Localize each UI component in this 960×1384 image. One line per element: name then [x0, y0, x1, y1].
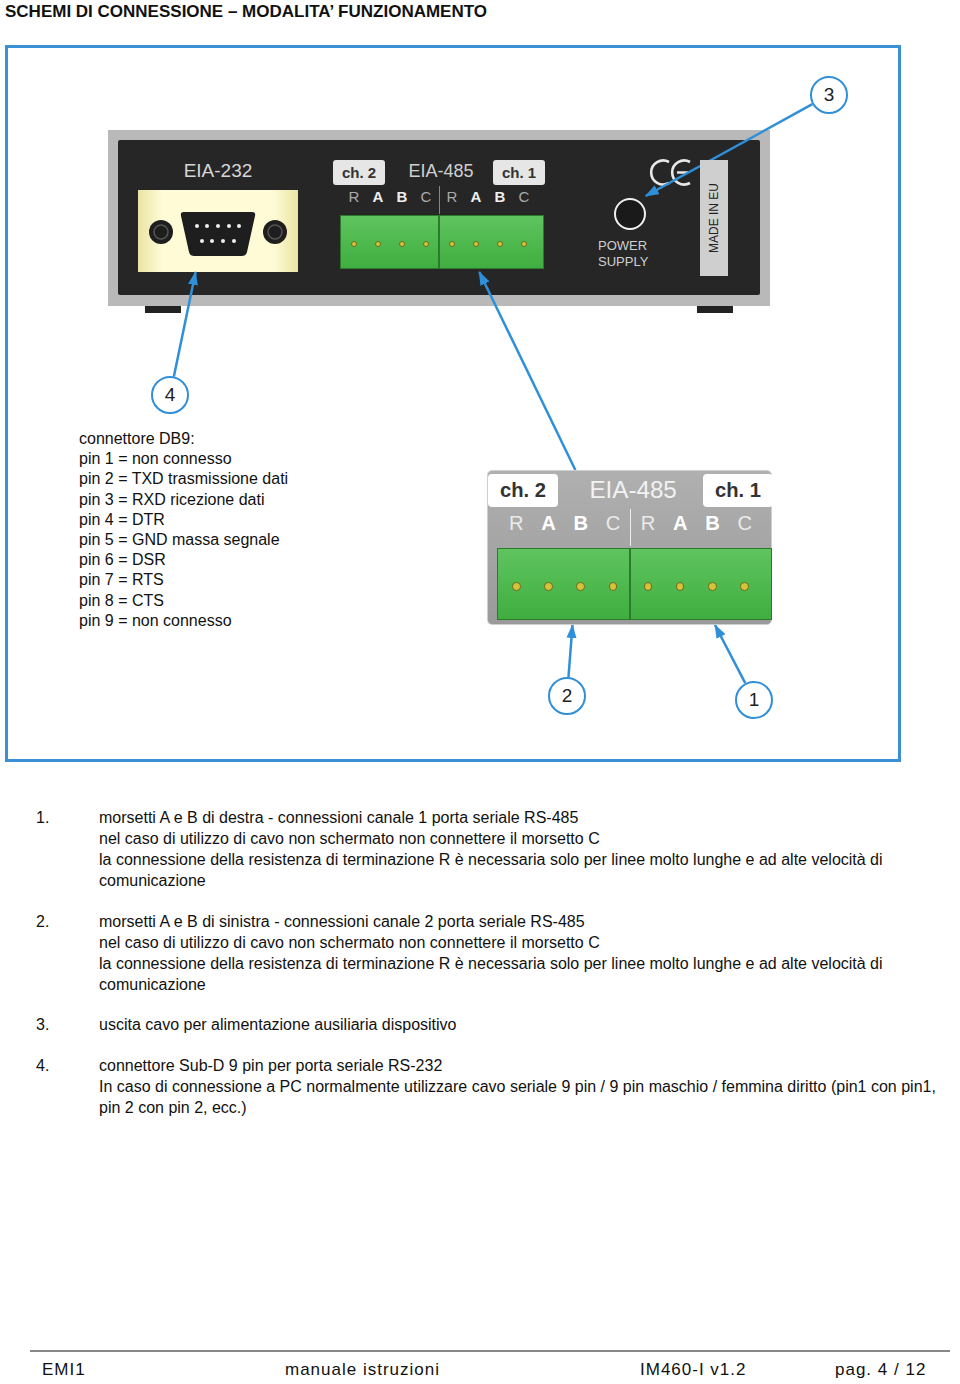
housing [108, 130, 770, 306]
power-label: POWER SUPPLY [598, 238, 662, 270]
channel-tab: ch. 2 [488, 474, 558, 508]
callout-number-text: 2 [562, 685, 573, 708]
terminal-name: R [443, 188, 461, 206]
interface-name: EIA-485 [571, 475, 695, 504]
terminal-name: R [345, 188, 363, 206]
note-text: morsetti A e B di destra - connessioni c… [99, 807, 955, 828]
terminal-name: R [636, 511, 660, 535]
screw-hole [609, 582, 618, 591]
note-text: morsetti A e B di sinistra - connessioni… [99, 911, 955, 932]
callout-number-text: 4 [165, 384, 176, 407]
callout-number-text: 3 [824, 84, 835, 107]
note-text: 1. [36, 807, 49, 828]
note-text: In caso di connessione a PC normalmente … [99, 1076, 955, 1118]
power-input: POWER SUPPLY [602, 196, 658, 276]
callout-number: 2 [548, 677, 586, 715]
leader-arrow [646, 104, 813, 196]
leader-arrow [568, 625, 572, 677]
screw-hole [644, 582, 653, 591]
frame-border [7, 47, 900, 761]
footer-text: EMI1 [42, 1360, 86, 1380]
screw-hole [576, 582, 585, 591]
origin-mark: MADE IN EU [707, 183, 721, 253]
pin-label: pin 8 = CTS [79, 590, 164, 611]
pin-label: pin 4 = DTR [79, 509, 165, 530]
callout-number-text: 1 [749, 689, 760, 712]
leader-arrow [715, 625, 745, 683]
channel-tab: ch. 1 [493, 160, 545, 185]
foot [697, 306, 733, 313]
terminal-name: C [417, 188, 435, 206]
pin-label: pin 9 = non connesso [79, 610, 232, 631]
note-text: la connessione della resistenza di termi… [99, 849, 955, 891]
terminal-name: B [491, 188, 509, 206]
terminal-strip: ch. 2ch. 1EIA-485RABCRABC [487, 470, 772, 625]
page-title: SCHEMI DI CONNESSIONE – MODALITA’ FUNZIO… [5, 2, 487, 22]
channel-tab: ch. 2 [333, 160, 385, 185]
power-socket [614, 198, 646, 230]
note-text: nel caso di utilizzo di cavo non scherma… [99, 828, 955, 849]
foot [145, 306, 181, 313]
note-text: nel caso di utilizzo di cavo non scherma… [99, 932, 955, 953]
port-name: EIA-232 [138, 160, 298, 183]
db9-connector [138, 190, 298, 272]
note-text: 2. [36, 911, 49, 932]
interface-name: EIA-485 [395, 161, 487, 183]
pin-label: connettore DB9: [79, 428, 195, 449]
terminal-name: C [515, 188, 533, 206]
terminal-name: B [569, 511, 593, 535]
footer-text: manuale istruzioni [285, 1360, 440, 1380]
note-text: la connessione della resistenza di termi… [99, 953, 955, 995]
terminal-name: A [369, 188, 387, 206]
channel-tab: ch. 1 [703, 474, 773, 508]
pin-label: pin 1 = non connesso [79, 448, 232, 469]
note-text: 3. [36, 1014, 49, 1035]
callout-number: 3 [810, 76, 848, 114]
terminal-name: B [700, 511, 724, 535]
terminal-name: C [601, 511, 625, 535]
channel-divider [630, 509, 631, 547]
terminal-strip: ch. 2ch. 1EIA-485RABCRABC [333, 158, 545, 272]
pin-label: pin 6 = DSR [79, 549, 166, 570]
note-text: connettore Sub-D 9 pin per porta seriale… [99, 1055, 955, 1076]
pin-label: pin 3 = RXD ricezione dati [79, 489, 264, 510]
note-text: uscita cavo per alimentazione ausiliaria… [99, 1014, 955, 1035]
pin-label: pin 2 = TXD trasmissione dati [79, 468, 288, 489]
pin-label: pin 7 = RTS [79, 569, 164, 590]
terminal-name: B [393, 188, 411, 206]
terminal-name: A [668, 511, 692, 535]
serial-port: EIA-232 [138, 158, 298, 272]
footer-text: IM460-I v1.2 [640, 1360, 747, 1380]
footer-rule [30, 1351, 950, 1352]
terminal-name: A [467, 188, 485, 206]
screw-hole [740, 582, 749, 591]
label-strip: MADE IN EU [700, 160, 728, 276]
channel-divider [439, 186, 440, 214]
callout-number: 1 [735, 681, 773, 719]
screw-hole [544, 582, 553, 591]
screw-hole [708, 582, 717, 591]
terminal-name: A [536, 511, 560, 535]
screw-hole [512, 582, 521, 591]
callout-number: 4 [151, 376, 189, 414]
leader-arrow [479, 272, 575, 470]
leader-arrow [174, 272, 196, 376]
note-text: 4. [36, 1055, 49, 1076]
terminal-name: R [504, 511, 528, 535]
front-panel [118, 140, 760, 295]
terminal-name: C [733, 511, 757, 535]
pin-label: pin 5 = GND massa segnale [79, 529, 280, 550]
footer-text: pag. 4 / 12 [835, 1360, 926, 1380]
